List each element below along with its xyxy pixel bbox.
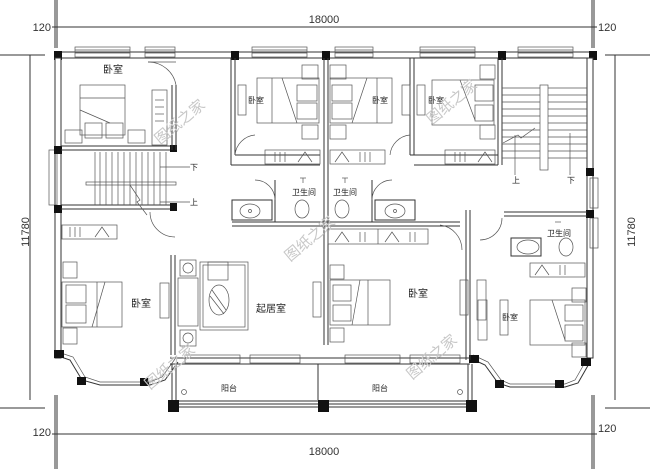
dimension-right: 11780 <box>605 54 650 409</box>
stair-left-down-label: 下 <box>190 163 198 172</box>
label-bedroom-top-left: 卧室 <box>103 63 123 76</box>
label-living-room: 起居室 <box>256 302 286 315</box>
dimension-left-height: 11780 <box>20 217 32 247</box>
furniture <box>61 64 587 358</box>
label-balcony-left: 阳台 <box>221 383 237 393</box>
label-bedroom-bottom-right: 卧室 <box>502 312 518 322</box>
label-bedroom-bottom-mid: 卧室 <box>408 287 428 300</box>
stair-left: 下 上 <box>85 152 198 216</box>
stair-right-up-label: 上 <box>512 176 520 185</box>
dimension-right-height: 11780 <box>626 217 638 247</box>
dimension-top-left-offset: 120 <box>33 22 51 34</box>
label-bathroom-2: 卫生间 <box>333 187 357 197</box>
watermark-1: 图纸之家 <box>151 96 209 148</box>
stair-right: 上 下 <box>502 84 587 185</box>
label-bedroom-top-right: 卧室 <box>428 95 444 105</box>
label-balcony-right: 阳台 <box>372 383 388 393</box>
dimension-bottom-left-offset: 120 <box>33 427 51 439</box>
watermark-3: 图纸之家 <box>281 213 339 265</box>
dimension-bottom-right-offset: 120 <box>598 423 616 435</box>
dimension-top-total: 18000 <box>309 14 340 26</box>
label-bedroom-top-mid2: 卧室 <box>372 95 388 105</box>
dimension-bottom-total: 18000 <box>309 446 340 458</box>
stair-left-up-label: 上 <box>190 198 198 207</box>
room-labels: 卧室 卧室 卧室 卧室 卧室 卧室 卧室 起居室 卫生间 卫生间 卫生间 阳台 … <box>103 63 571 393</box>
label-bedroom-bottom-left: 卧室 <box>131 297 151 310</box>
dimension-bottom: 18000 120 120 <box>33 395 616 469</box>
dimension-left: 11780 <box>0 54 45 409</box>
interior-walls <box>61 58 587 360</box>
outer-walls <box>48 46 599 412</box>
label-bathroom-1: 卫生间 <box>292 187 316 197</box>
stair-right-down-label: 下 <box>567 176 575 185</box>
dimension-top: 18000 120 120 <box>33 0 616 48</box>
label-bedroom-top-mid1: 卧室 <box>248 95 264 105</box>
watermark-5: 图纸之家 <box>403 331 461 383</box>
label-bathroom-3: 卫生间 <box>547 228 571 238</box>
dimension-top-right-offset: 120 <box>598 22 616 34</box>
